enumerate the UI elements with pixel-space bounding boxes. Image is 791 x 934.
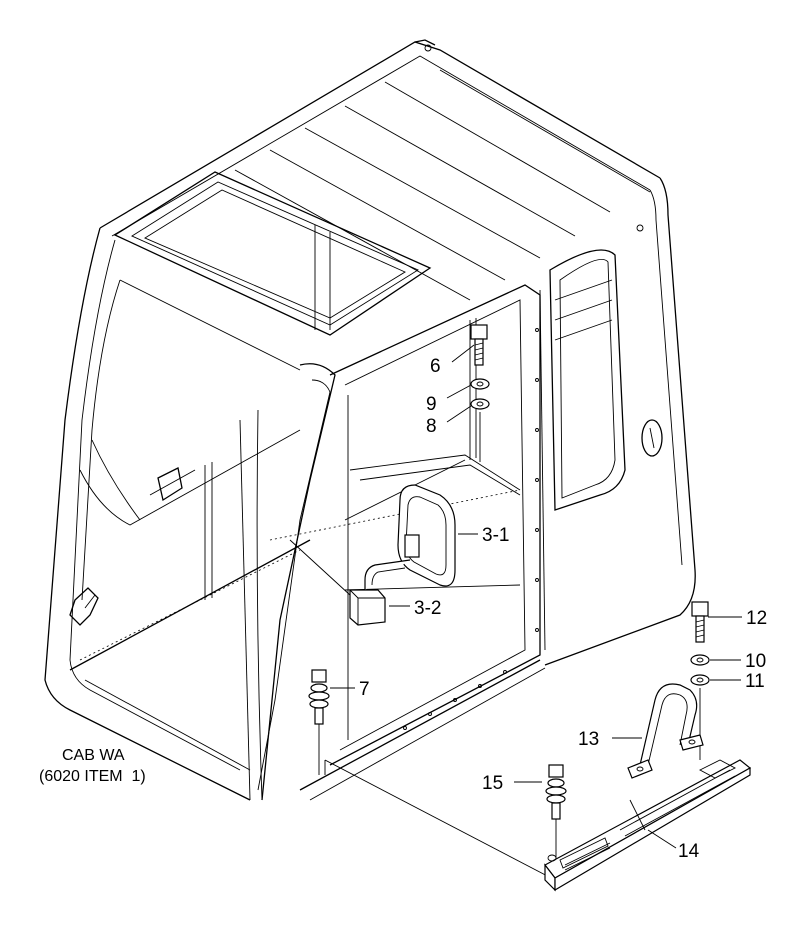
callout-9: 9 <box>426 394 437 415</box>
callout-3-2: 3-2 <box>414 598 441 619</box>
washer-8 <box>470 398 490 410</box>
mirror-assembly <box>289 484 456 626</box>
handrail-13 <box>627 683 704 779</box>
bolt-15-head <box>548 764 564 778</box>
hardware-12-10-11 <box>690 601 710 760</box>
callout-15: 15 <box>482 773 503 794</box>
callout-13: 13 <box>578 729 599 750</box>
caption-line-2: (6020 ITEM 1) <box>39 768 146 785</box>
callout-6: 6 <box>430 356 441 377</box>
hardware-6-9-8 <box>470 324 490 462</box>
mirror-bracket <box>349 589 386 626</box>
bolt-7-head <box>311 669 327 683</box>
callout-leaders <box>330 344 742 849</box>
hardware-15 <box>545 764 567 858</box>
callout-14: 14 <box>678 841 700 862</box>
bolt-6-head <box>470 324 488 340</box>
washer-9 <box>470 378 490 390</box>
handrail-bar <box>639 683 698 766</box>
bolt-6-shank <box>474 338 484 366</box>
callout-10: 10 <box>745 651 766 672</box>
callout-8: 8 <box>426 416 437 437</box>
step-plate-14 <box>544 759 752 892</box>
callout-7: 7 <box>359 679 370 700</box>
washer-10 <box>690 654 710 666</box>
callout-3-1: 3-1 <box>482 525 509 546</box>
cab-body <box>44 39 696 881</box>
mirror-arm <box>364 559 411 590</box>
mirror-clamp <box>404 534 420 558</box>
caption-line-1: CAB WA <box>62 747 125 764</box>
bolt-12-head <box>691 601 709 617</box>
hardware-7 <box>308 669 330 775</box>
callout-11: 11 <box>745 671 765 692</box>
callout-12: 12 <box>746 608 767 629</box>
bolt-12-shank <box>695 615 705 643</box>
washer-11 <box>690 674 710 686</box>
